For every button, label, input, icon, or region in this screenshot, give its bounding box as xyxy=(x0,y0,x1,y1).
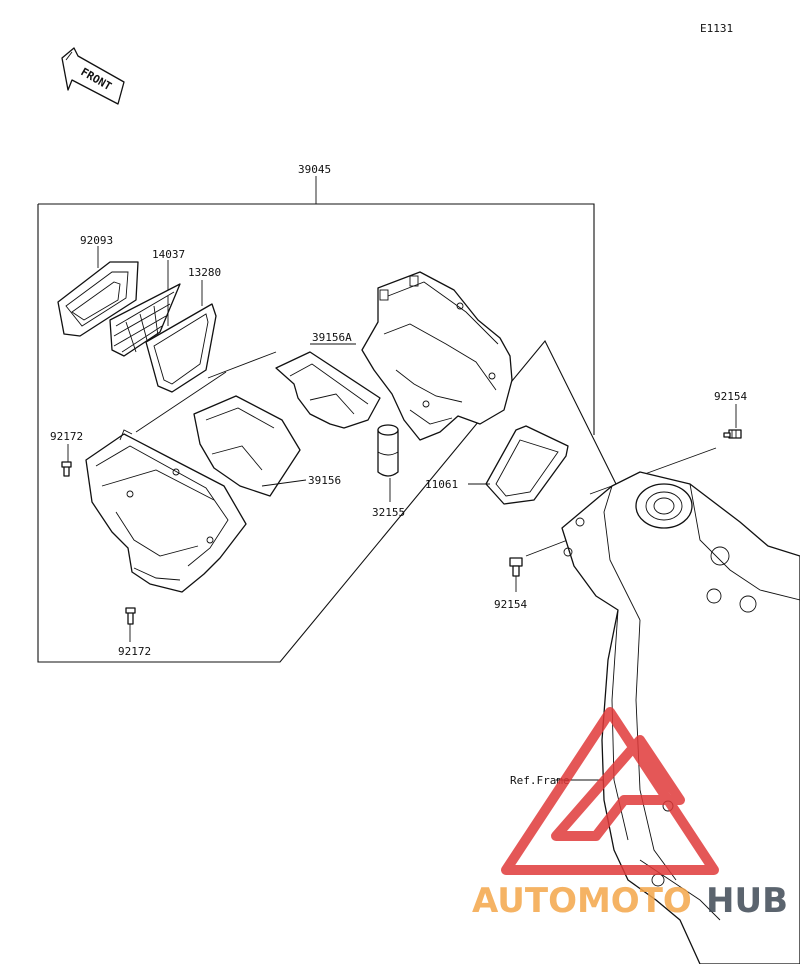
label-92172-lower: 92172 xyxy=(118,645,151,658)
label-92093: 92093 xyxy=(80,234,113,247)
label-92154-upper: 92154 xyxy=(714,390,747,403)
label-39156: 39156 xyxy=(308,474,341,487)
bolt-92154-lower xyxy=(509,557,523,577)
front-arrow-icon: FRONT xyxy=(61,47,125,105)
left-duct-housing xyxy=(85,429,247,593)
watermark-triangle-icon xyxy=(501,707,719,875)
label-11061: 11061 xyxy=(425,478,458,491)
gasket-13280 xyxy=(145,303,217,393)
label-92154-lower: 92154 xyxy=(494,598,527,611)
diagram-code: E1131 xyxy=(700,22,733,35)
right-duct-housing xyxy=(361,271,513,441)
label-92172-upper: 92172 xyxy=(50,430,83,443)
cylinder-32155 xyxy=(377,424,399,477)
label-13280: 13280 xyxy=(188,266,221,279)
cover-39156 xyxy=(193,395,301,497)
screw-92172-lower xyxy=(125,607,136,625)
screw-92172-upper xyxy=(61,461,72,477)
bolt-92154-upper xyxy=(723,429,742,439)
watermark-logo: AUTOMOTO HUB xyxy=(472,707,788,921)
plate-39156A xyxy=(275,351,381,429)
label-14037: 14037 xyxy=(152,248,185,261)
assembly-outline xyxy=(37,176,617,663)
watermark-text-hub: HUB xyxy=(706,881,788,921)
watermark-text-automoto: AUTOMOTO xyxy=(472,881,692,921)
label-39045: 39045 xyxy=(298,163,331,176)
ref-frame-label: Ref.Frame xyxy=(510,774,570,787)
intake-cover-92093 xyxy=(57,261,139,337)
motorcycle-frame xyxy=(561,471,800,964)
label-32155: 32155 xyxy=(372,506,405,519)
gasket-11061 xyxy=(485,425,569,505)
label-39156A: 39156A xyxy=(312,331,352,344)
